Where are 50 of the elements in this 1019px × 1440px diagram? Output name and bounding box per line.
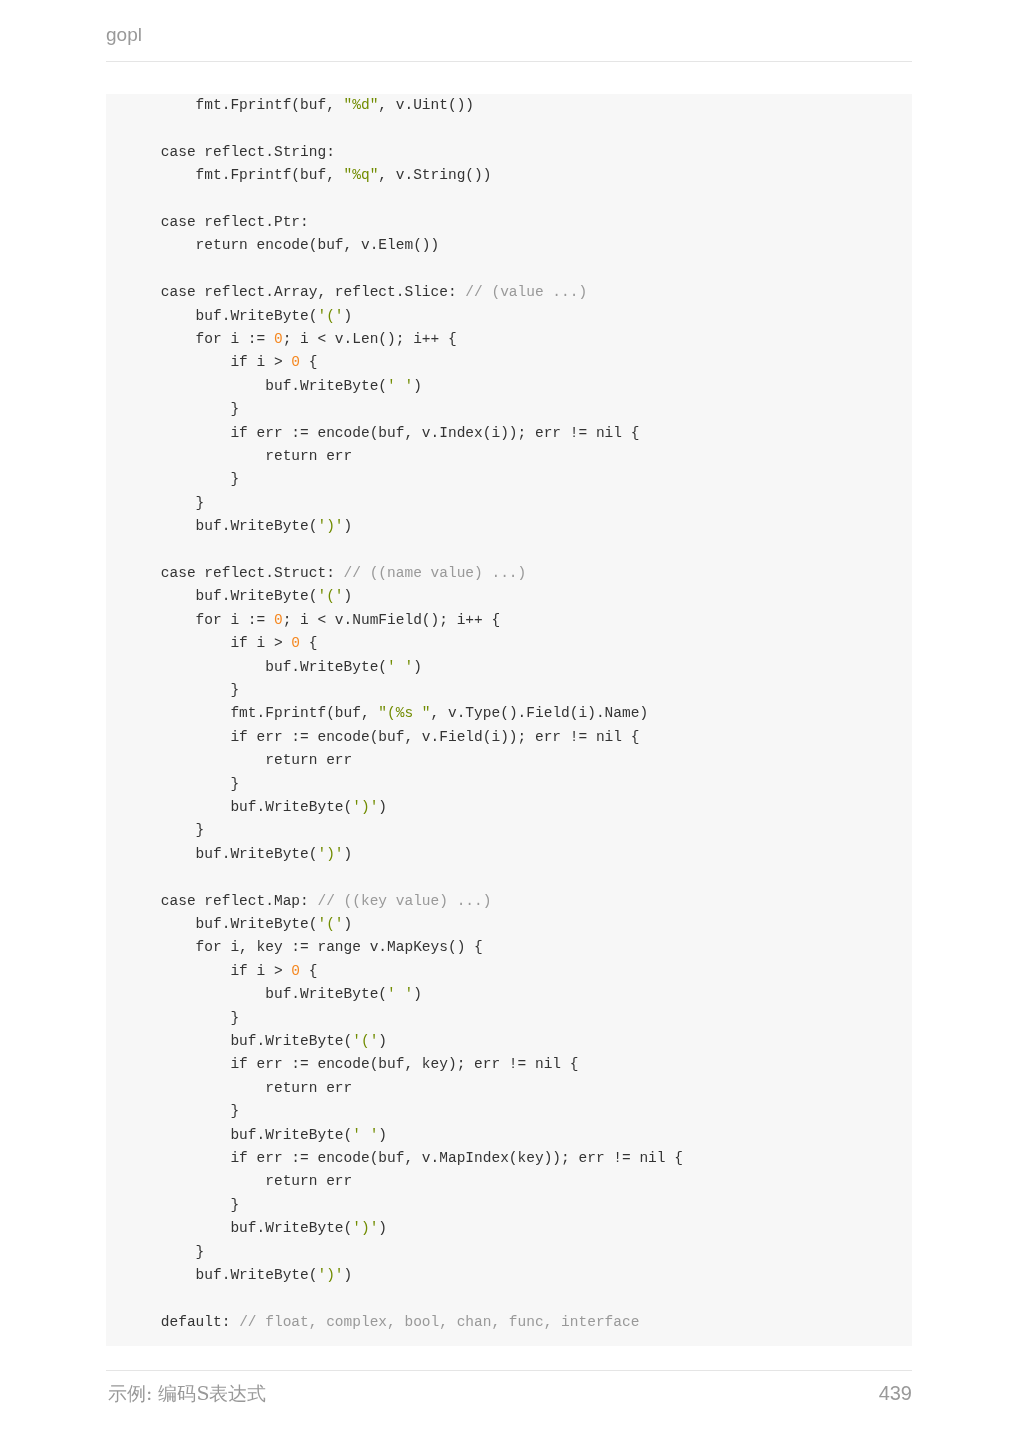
code-line: if i > 0 { — [229, 634, 318, 653]
code-line: buf.WriteByte(' ') — [264, 376, 422, 395]
code-line: if err := encode(buf, v.Field(i)); err != nil { — [229, 727, 640, 746]
code-line: fmt.Fprintf(buf, "(%s ", v.Type().Field(i).Name) — [229, 704, 649, 723]
code-line: buf.WriteByte('(') — [194, 306, 353, 325]
code-line: } — [229, 774, 240, 793]
code-line: if err := encode(buf, key); err != nil { — [229, 1055, 579, 1074]
code-line: fmt.Fprintf(buf, "%q", v.String()) — [194, 166, 492, 185]
footer-section-title: 示例: 编码S表达式 — [108, 1381, 267, 1406]
code-line: buf.WriteByte(')') — [194, 517, 353, 536]
code-line: case reflect.Array, reflect.Slice: // (value ...) — [159, 283, 588, 302]
code-line: if i > 0 { — [229, 961, 318, 980]
code-line: if err := encode(buf, v.Index(i)); err != nil { — [229, 423, 640, 442]
code-line: fmt.Fprintf(buf, "%d", v.Uint()) — [194, 96, 475, 114]
code-line: for i := 0; i < v.NumField(); i++ { — [194, 610, 501, 629]
code-line: } — [229, 1195, 240, 1214]
code-line: if err := encode(buf, v.MapIndex(key)); err != nil { — [229, 1149, 683, 1167]
code-line: buf.WriteByte(')') — [229, 798, 388, 816]
code-line: buf.WriteByte(')') — [194, 844, 353, 863]
page-number: 439 — [878, 1382, 912, 1405]
code-line: case reflect.Struct: // ((name value) ...) — [159, 564, 527, 582]
code-line: buf.WriteByte(' ') — [264, 657, 422, 676]
code-line: } — [229, 400, 240, 419]
code-line: for i := 0; i < v.Len(); i++ { — [194, 330, 457, 348]
code-line: buf.WriteByte('(') — [229, 1032, 388, 1050]
code-line: return err — [264, 1172, 353, 1191]
code-line: if i > 0 { — [229, 353, 318, 372]
code-line: } — [229, 1102, 240, 1121]
code-line: } — [229, 681, 240, 699]
code-line: buf.WriteByte(')') — [194, 1266, 353, 1284]
code-line: return err — [264, 751, 353, 770]
code-line: } — [194, 493, 205, 512]
code-line: buf.WriteByte(')') — [229, 1219, 388, 1238]
code-line: } — [229, 1008, 240, 1027]
code-line: buf.WriteByte('(') — [194, 915, 353, 933]
code-line: for i, key := range v.MapKeys() { — [194, 938, 483, 957]
running-header: gopl — [106, 24, 142, 46]
code-line: return err — [264, 447, 353, 465]
code-line: } — [194, 1242, 205, 1261]
code-line: case reflect.Map: // ((key value) ...) — [159, 891, 492, 910]
code-line: } — [194, 821, 205, 840]
code-line: case reflect.Ptr: — [159, 213, 309, 231]
code-line: default: // float, complex, bool, chan, func, interface — [159, 1312, 640, 1331]
code-line: } — [229, 470, 240, 489]
code-line: buf.WriteByte('(') — [194, 587, 353, 606]
code-line: return err — [264, 1078, 353, 1097]
code-line: return encode(buf, v.Elem()) — [194, 236, 440, 255]
code-line: buf.WriteByte(' ') — [264, 985, 422, 1004]
code-line: case reflect.String: — [159, 142, 335, 161]
code-line: buf.WriteByte(' ') — [229, 1125, 388, 1144]
